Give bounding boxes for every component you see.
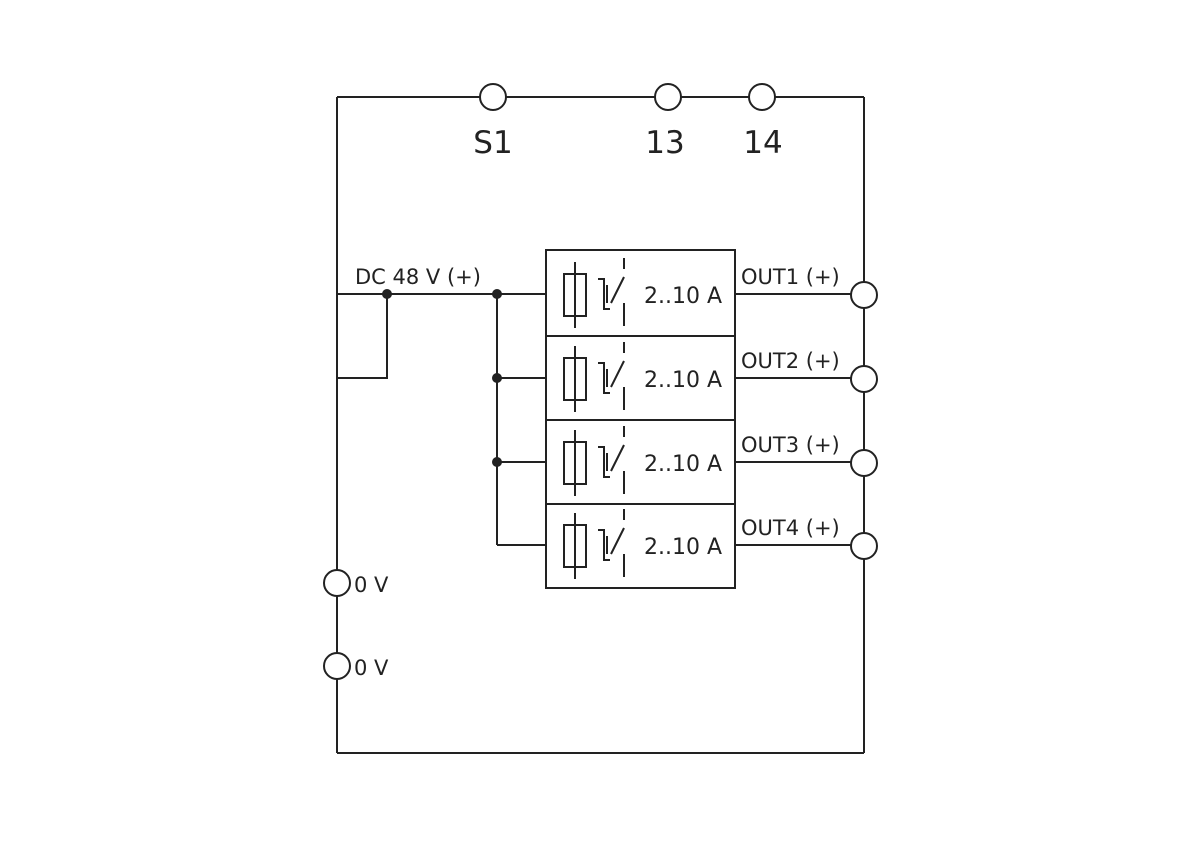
junction-dot [492,373,502,383]
channel-1-rating: 2..10 A [644,284,722,309]
terminal-out3[interactable] [850,449,878,477]
relay-contact-icon [598,258,625,326]
terminal-s1-label: S1 [473,125,512,161]
relay-contact-icon [598,426,625,494]
relay-contact-icon [598,342,625,410]
junction-dot [492,289,502,299]
ground-terminals: 0 V 0 V [323,569,389,680]
fuse-icon [563,513,587,579]
channel-4-rating: 2..10 A [644,535,722,560]
channel-1: 2..10 A OUT1 (+) [563,258,878,328]
channel-2-output-label: OUT2 (+) [741,349,840,373]
terminal-0v-1[interactable]: 0 V [323,569,389,597]
channel-4: 2..10 A OUT4 (+) [563,509,878,579]
channel-2: 2..10 A OUT2 (+) [563,342,878,412]
terminal-out2[interactable] [850,365,878,393]
terminal-13[interactable]: 13 [645,83,685,161]
fuse-icon [563,346,587,412]
channel-3-output-label: OUT3 (+) [741,433,840,457]
channel-2-rating: 2..10 A [644,368,722,393]
channel-4-output-label: OUT4 (+) [741,516,840,540]
relay-contact-icon [598,509,625,577]
terminal-s1[interactable]: S1 [473,83,513,161]
terminal-out4[interactable] [850,532,878,560]
channel-3: 2..10 A OUT3 (+) [563,426,878,496]
terminal-0v-1-label: 0 V [354,573,389,597]
terminal-0v-2[interactable]: 0 V [323,652,389,680]
terminal-14[interactable]: 14 [743,83,783,161]
fuse-icon [563,430,587,496]
channel-blocks [545,249,736,589]
junction-dot [382,289,392,299]
terminal-0v-2-label: 0 V [354,656,389,680]
junction-dot [492,457,502,467]
channel-1-output-label: OUT1 (+) [741,265,840,289]
terminal-14-label: 14 [743,125,782,161]
supply-label: DC 48 V (+) [355,265,481,289]
terminal-13-label: 13 [645,125,684,161]
housing-frame [336,96,865,754]
terminal-out1[interactable] [850,281,878,309]
channel-3-rating: 2..10 A [644,452,722,477]
supply-bus: DC 48 V (+) [337,265,546,546]
top-terminals: S1 13 14 [473,83,783,161]
fuse-icon [563,262,587,328]
